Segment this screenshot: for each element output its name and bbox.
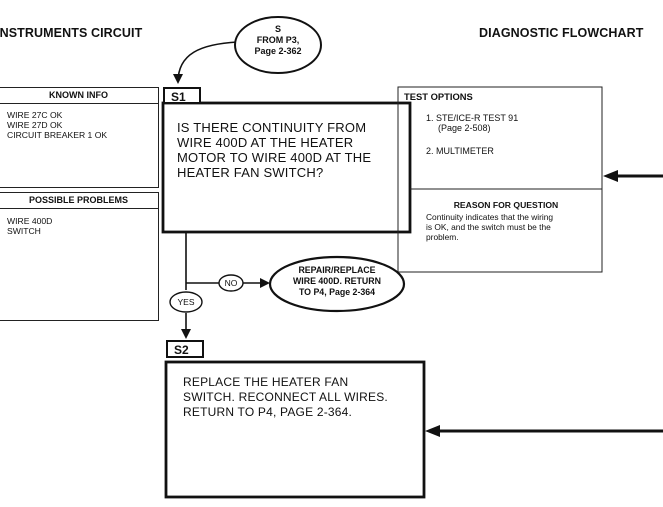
test-option-item: 1. STE/ICE-R TEST 91	[426, 113, 519, 123]
reason-line: problem.	[426, 232, 459, 242]
start-oval-shape	[234, 16, 322, 74]
s2-action-line: SWITCH. RECONNECT ALL WIRES.	[183, 390, 388, 404]
test-option-item: 2. MULTIMETER	[426, 146, 494, 156]
yes-branch-label[interactable]: YES	[177, 297, 195, 307]
s1-question-line: IS THERE CONTINUITY FROM	[177, 120, 367, 135]
s1-box	[161, 101, 412, 234]
reason-heading: REASON FOR QUESTION	[453, 200, 559, 210]
known-info-heading: KNOWN INFO	[0, 88, 158, 104]
known-info-line: WIRE 27C OK	[7, 110, 63, 120]
known-info-box: KNOWN INFO WIRE 27C OK WIRE 27D OK CIRCU…	[0, 87, 159, 188]
test-options-list: 1. STE/ICE-R TEST 91 (Page 2-508) 2. MUL…	[426, 113, 518, 156]
start-oval-line2: FROM P3,	[256, 35, 300, 45]
s2-action-line: REPLACE THE HEATER FAN	[183, 375, 349, 389]
start-oval-line3: Page 2-362	[254, 46, 302, 56]
s2-box	[164, 360, 426, 499]
s1-question-line: HEATER FAN SWITCH?	[177, 165, 324, 180]
reason-line: Continuity indicates that the wiring	[426, 212, 554, 222]
repair-oval-line: WIRE 400D. RETURN	[293, 276, 381, 286]
possible-problems-box: POSSIBLE PROBLEMS WIRE 400D SWITCH	[0, 192, 159, 321]
known-info-line: CIRCUIT BREAKER 1 OK	[7, 130, 108, 140]
possible-problems-line: SWITCH	[7, 226, 41, 236]
right-page-title: DIAGNOSTIC FLOWCHART	[479, 26, 644, 40]
reason-text: Continuity indicates that the wiring is …	[426, 212, 601, 242]
s1-question-line: WIRE 400D AT THE HEATER	[177, 135, 354, 150]
s1-tag: S1	[163, 87, 201, 104]
start-oval-line1: S	[274, 24, 281, 34]
left-page-title: INSTRUMENTS CIRCUIT	[0, 26, 143, 40]
repair-oval-shape	[268, 255, 406, 313]
start-oval[interactable]: S FROM P3, Page 2-362	[236, 24, 320, 57]
possible-problems-line: WIRE 400D	[7, 216, 53, 226]
s1-question: IS THERE CONTINUITY FROM WIRE 400D AT TH…	[177, 120, 405, 180]
test-option-item-page: (Page 2-508)	[438, 123, 491, 133]
s1-question-line: MOTOR TO WIRE 400D AT THE	[177, 150, 372, 165]
test-options-heading: TEST OPTIONS	[404, 91, 473, 102]
s2-action-line: RETURN TO P4, PAGE 2-364.	[183, 405, 353, 419]
reason-line: is OK, and the switch must be the	[426, 222, 551, 232]
possible-problems-heading: POSSIBLE PROBLEMS	[0, 193, 158, 209]
start-connector	[173, 41, 239, 84]
no-branch-label[interactable]: NO	[224, 278, 238, 288]
s2-tag: S2	[166, 340, 204, 358]
known-info-line: WIRE 27D OK	[7, 120, 63, 130]
no-oval-shape	[218, 274, 244, 292]
test-options-box	[397, 86, 603, 273]
repair-oval-line: TO P4, Page 2-364	[298, 287, 376, 297]
s2-action: REPLACE THE HEATER FAN SWITCH. RECONNECT…	[183, 375, 423, 420]
repair-oval[interactable]: REPAIR/REPLACE WIRE 400D. RETURN TO P4, …	[278, 265, 396, 298]
repair-oval-line: REPAIR/REPLACE	[298, 265, 376, 275]
yes-oval-shape	[169, 291, 203, 313]
